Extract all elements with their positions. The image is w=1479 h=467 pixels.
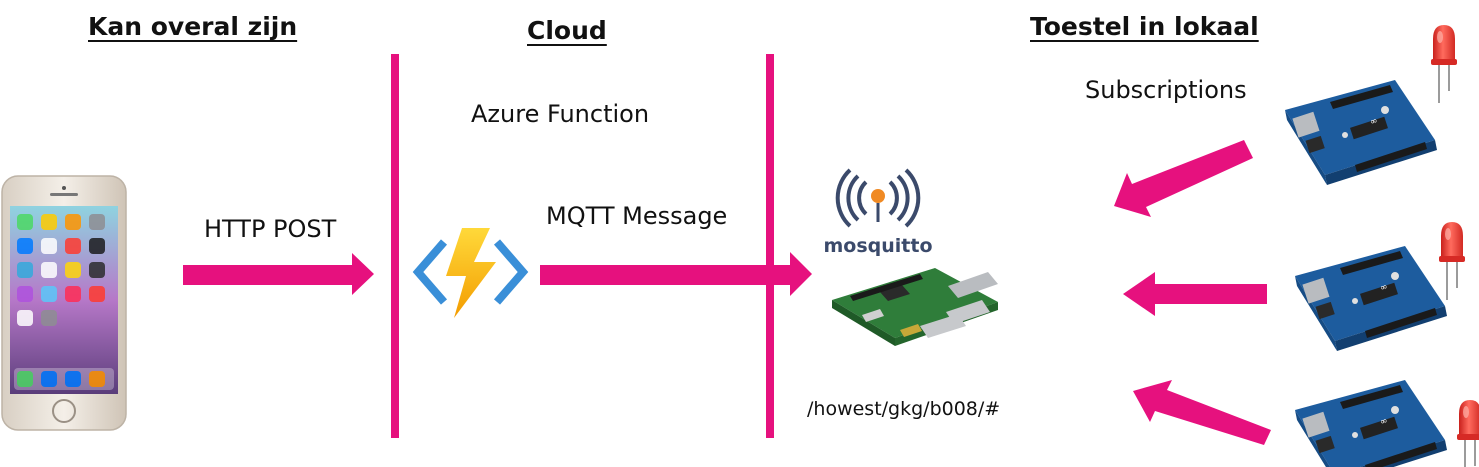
subscription-arrow-bottom: [1133, 380, 1271, 445]
mosquitto-wordmark: mosquitto: [823, 235, 932, 257]
raspberry-pi-icon: [832, 268, 998, 346]
heading-cloud: Cloud: [527, 16, 607, 45]
smartphone-icon: [1, 175, 127, 431]
subscription-arrow-middle: [1123, 272, 1267, 316]
arduino-board-icon-middle: [1295, 246, 1447, 351]
http-post-arrow: [183, 253, 374, 295]
subscription-arrow-top: [1114, 140, 1253, 217]
mosquitto-logo: mosquitto: [823, 168, 933, 257]
led-icon-middle: [1438, 221, 1466, 301]
led-icon-top: [1430, 24, 1458, 104]
divider-right: [766, 54, 774, 438]
label-mqtt-topic: /howest/gkg/b008/#: [807, 398, 1001, 420]
azure-functions-icon: [412, 228, 529, 318]
arduino-board-icon-top: [1285, 80, 1437, 185]
led-icon-bottom: [1456, 399, 1479, 467]
label-mqtt-message: MQTT Message: [546, 202, 728, 230]
arduino-board-icon-bottom: [1295, 380, 1447, 467]
heading-kan-overal-zijn: Kan overal zijn: [88, 12, 298, 41]
label-subscriptions: Subscriptions: [1085, 76, 1247, 104]
label-http-post: HTTP POST: [204, 215, 337, 243]
heading-toestel-in-lokaal: Toestel in lokaal: [1030, 12, 1259, 41]
divider-left: [391, 54, 399, 438]
mqtt-message-arrow: [540, 252, 812, 296]
label-azure-function: Azure Function: [471, 100, 650, 128]
